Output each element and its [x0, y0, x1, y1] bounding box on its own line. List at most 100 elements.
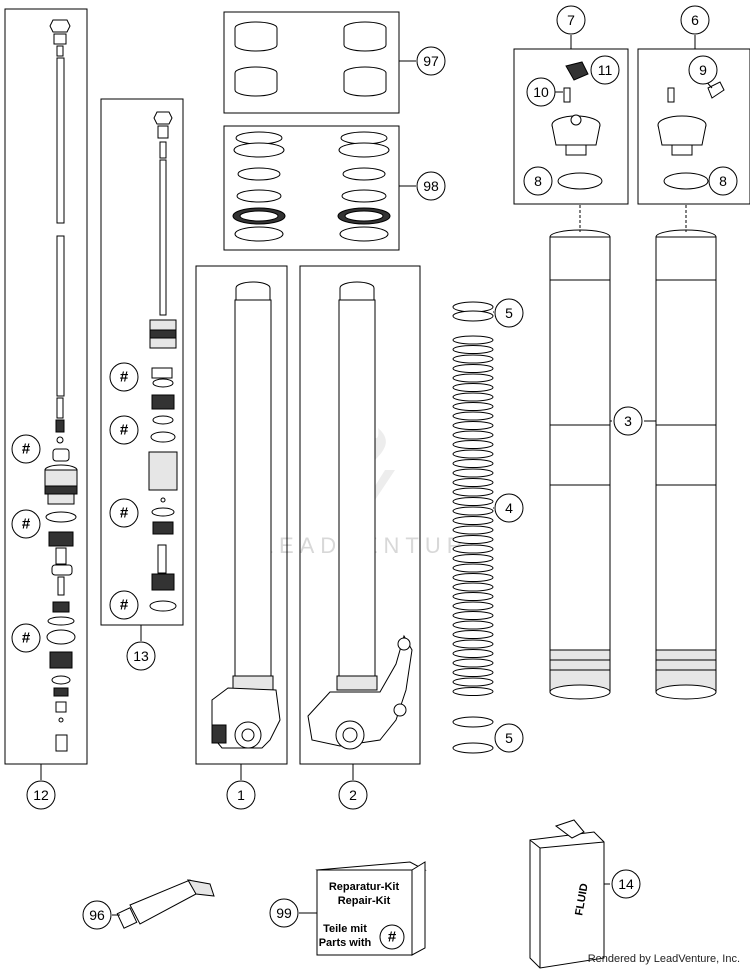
callout-circle — [613, 406, 643, 436]
callout-circle — [526, 77, 556, 107]
spring-coil — [452, 411, 494, 421]
callout-text: 98 — [423, 178, 439, 194]
callout-text: 7 — [567, 12, 575, 28]
callout-text: 99 — [276, 905, 292, 921]
callout-text: # — [120, 505, 129, 522]
spring-coil — [452, 535, 494, 544]
callout-c11: 11 — [590, 55, 620, 85]
spring-4 — [452, 301, 494, 754]
callout-text: # — [120, 369, 129, 386]
callout-circle — [494, 298, 524, 328]
repair-kit-symbol: # — [388, 929, 397, 946]
spring-coil — [452, 516, 494, 525]
callout-text: 4 — [505, 500, 513, 516]
frame-6 — [637, 48, 750, 205]
callout-circle — [416, 46, 446, 76]
callout-c12: 12 — [26, 780, 56, 810]
spring-coil — [452, 478, 494, 487]
callout-circle — [708, 166, 738, 196]
spring-coil — [452, 402, 494, 411]
callout-circle — [11, 434, 41, 464]
callout-c14: 14 — [611, 869, 641, 899]
spring-coil — [452, 487, 494, 497]
callout-text: 9 — [699, 62, 707, 78]
outer-tube-1 — [195, 265, 288, 780]
callout-c13: 13 — [126, 641, 156, 671]
callout-text: 8 — [719, 173, 727, 189]
callout-circle — [109, 590, 139, 620]
frame-2 — [299, 265, 421, 765]
callout-c5a: 5 — [494, 298, 524, 328]
frame-13 — [100, 98, 184, 626]
spring-coil — [452, 440, 494, 449]
callout-text: 97 — [423, 53, 439, 69]
spring-coil — [452, 468, 494, 478]
spring-coil — [452, 497, 494, 506]
grease-tube-96 — [112, 879, 215, 929]
callout-text: # — [22, 630, 31, 647]
callout-text: 14 — [618, 876, 634, 892]
outer-tube-2 — [299, 265, 421, 780]
repair-kit-line1: Reparatur-Kit — [329, 881, 400, 893]
spring-coil — [452, 345, 494, 354]
callout-circle — [26, 780, 56, 810]
callout-h1: # — [11, 434, 41, 464]
callout-circle — [109, 362, 139, 392]
callout-circle — [109, 498, 139, 528]
spring-coil — [452, 449, 494, 459]
callout-c6: 6 — [680, 5, 710, 35]
callout-circle — [82, 900, 112, 930]
callout-circle — [416, 171, 446, 201]
callout-c2: 2 — [338, 780, 368, 810]
callout-text: 5 — [505, 305, 513, 321]
cartridge-assembly-13 — [100, 98, 184, 641]
inner-tubes-3 — [549, 205, 717, 700]
callout-text: 11 — [598, 62, 613, 78]
spring-coil — [452, 573, 494, 582]
callout-c7: 7 — [556, 5, 586, 35]
spring-coil — [452, 421, 494, 430]
spring-coil — [452, 364, 494, 373]
callout-circle — [11, 623, 41, 653]
frame-12 — [4, 8, 88, 765]
spring-coil — [452, 592, 494, 601]
spring-coil — [452, 620, 494, 630]
fork-oil-can-14: FLUID — [529, 819, 610, 969]
callout-h3: # — [11, 623, 41, 653]
callout-text: 2 — [349, 787, 357, 803]
fork-cap-7 — [513, 35, 629, 205]
spring-coil — [452, 525, 494, 535]
callout-text: 10 — [533, 84, 549, 100]
callout-circle — [269, 898, 299, 928]
callout-c10: 10 — [526, 77, 556, 107]
spring-coil — [452, 582, 494, 592]
cartridge-assembly-12 — [4, 8, 88, 780]
callout-text: 6 — [691, 12, 699, 28]
callout-circle — [523, 166, 553, 196]
callout-circle — [688, 55, 718, 85]
callout-circle — [494, 723, 524, 753]
callout-text: 8 — [534, 173, 542, 189]
callout-c99: 99 — [269, 898, 299, 928]
callout-c8a: 8 — [523, 166, 553, 196]
spring-coil — [452, 658, 494, 668]
spring-coil — [452, 687, 494, 696]
callout-h6: # — [109, 498, 139, 528]
repair-kit-99: Reparatur-Kit Repair-Kit Teile mit Parts… — [299, 861, 427, 956]
callout-c5b: 5 — [494, 723, 524, 753]
callout-circle — [611, 869, 641, 899]
spring-coil — [452, 563, 494, 573]
spring-coil — [452, 649, 494, 658]
callout-text: 3 — [624, 413, 632, 429]
fluid-label: FLUID — [573, 882, 590, 916]
callout-text: 12 — [33, 787, 49, 803]
callout-text: 13 — [133, 648, 149, 664]
callout-circle — [494, 493, 524, 523]
spring-coil — [452, 544, 494, 554]
repair-kit-line2: Repair-Kit — [338, 895, 391, 907]
spring-coil — [452, 611, 494, 620]
callout-h4: # — [109, 362, 139, 392]
callout-circle — [11, 509, 41, 539]
